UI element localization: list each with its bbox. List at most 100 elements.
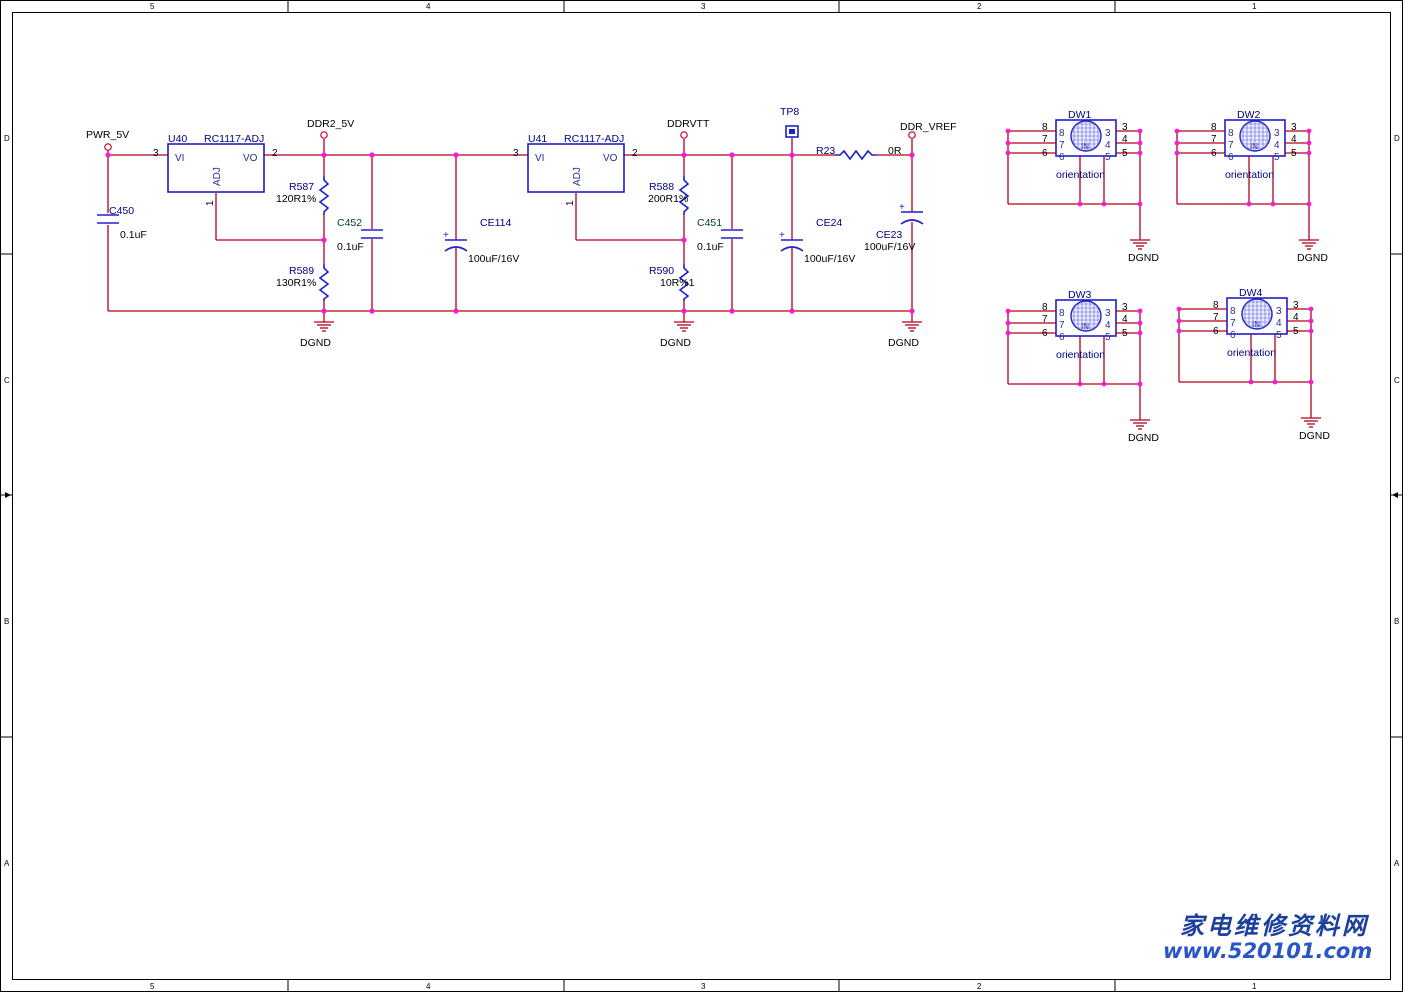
- dw1-pin-8-inner: 8: [1059, 128, 1065, 139]
- dw3-pin-5-inner: 5: [1105, 332, 1111, 343]
- col-label-3-bottom: 3: [701, 982, 706, 991]
- dw2-ground-label: DGND: [1297, 252, 1328, 264]
- ce23-value: 100uF/16V: [864, 241, 915, 253]
- dw1-inner: IN: [1081, 142, 1089, 151]
- dw4-pin-5-inner: 5: [1276, 330, 1282, 341]
- dw1-pin-5: 5: [1122, 148, 1128, 159]
- net-label-ddr2-5v: DDR2_5V: [307, 118, 354, 130]
- resistor-r23: R23 0R: [816, 145, 902, 161]
- dw2-pin-8: 8: [1211, 122, 1217, 133]
- dw2-pin-4: 4: [1291, 134, 1297, 145]
- dw3-pin-8: 8: [1042, 302, 1048, 313]
- dw1-pin-4-inner: 4: [1105, 140, 1111, 151]
- dw4-pin-3: 3: [1293, 300, 1299, 311]
- u40-pin-in: 3: [153, 148, 159, 159]
- dw2-pin-5-inner: 5: [1274, 152, 1280, 163]
- dw1-pin-8: 8: [1042, 122, 1048, 133]
- u40-vi-label: VI: [175, 153, 184, 164]
- row-label-c-right: C: [1394, 376, 1400, 385]
- col-label-5: 5: [150, 2, 155, 11]
- dw3-inner: IN: [1081, 322, 1089, 331]
- dw1-pin-7: 7: [1042, 134, 1048, 145]
- u41-pin-adj: 1: [565, 200, 576, 206]
- u41-pin-out: 2: [632, 148, 638, 159]
- u40-pin-adj: 1: [205, 200, 216, 206]
- row-label-a-right: A: [1394, 859, 1400, 868]
- electrolytic-ce23: + CE23 100uF/16V: [864, 202, 924, 253]
- col-label-2: 2: [977, 2, 982, 11]
- electrolytic-ce114: + CE114 100uF/16V: [443, 217, 519, 265]
- u40-pin-out: 2: [272, 148, 278, 159]
- resistor-r590: R590 10R%1: [649, 264, 695, 301]
- net-label-pwr-5v: PWR_5V: [86, 129, 129, 141]
- r590-ref: R590: [649, 265, 674, 277]
- r588-ref: R588: [649, 181, 674, 193]
- dw2-ref: DW2: [1237, 109, 1260, 121]
- r590-value: 10R%1: [660, 277, 695, 289]
- dw2-pin-3-inner: 3: [1274, 128, 1280, 139]
- dw4-pin-7: 7: [1213, 312, 1219, 323]
- capacitor-c450: C450 0.1uF: [97, 205, 147, 241]
- net-label-ddrvtt: DDRVTT: [667, 118, 710, 130]
- dw3-pin-5: 5: [1122, 328, 1128, 339]
- row-label-c: C: [4, 376, 10, 385]
- wires: [107, 137, 913, 322]
- capacitor-c451: C451 0.1uF: [697, 217, 743, 253]
- dw3-pin-4: 4: [1122, 314, 1128, 325]
- dw3-ref: DW3: [1068, 289, 1091, 301]
- regulator-u40: U40 RC1117-ADJ VI VO ADJ 3 2 1: [153, 133, 278, 206]
- dw3-pin-6: 6: [1042, 328, 1048, 339]
- dw1-pin-3-inner: 3: [1105, 128, 1111, 139]
- junction-dots: [105, 152, 915, 314]
- dw2-pin-5: 5: [1291, 148, 1297, 159]
- dw4-label: orientation: [1227, 347, 1276, 359]
- dw1-pin-3: 3: [1122, 122, 1128, 133]
- r589-ref: R589: [289, 265, 314, 277]
- row-label-b: B: [4, 617, 9, 626]
- watermark-url: www.520101.com: [1163, 939, 1372, 963]
- ce23-plus: +: [899, 202, 905, 213]
- u41-ref: U41: [528, 133, 547, 145]
- dw1-pin-5-inner: 5: [1105, 152, 1111, 163]
- dw2-pin-7-inner: 7: [1228, 140, 1234, 151]
- col-label-5-bottom: 5: [150, 982, 155, 991]
- u40-adj-label: ADJ: [212, 167, 223, 186]
- row-label-b-right: B: [1394, 617, 1399, 626]
- dw1-label: orientation: [1056, 169, 1105, 181]
- regulator-u41: U41 RC1117-ADJ VI VO ADJ 3 2 1: [513, 133, 638, 206]
- u41-vo-label: VO: [603, 153, 618, 164]
- electrolytic-ce24: + CE24 100uF/16V: [779, 217, 855, 265]
- r587-ref: R587: [289, 181, 314, 193]
- resistor-r587: R587 120R1%: [276, 176, 330, 215]
- col-label-1-bottom: 1: [1252, 982, 1257, 991]
- u40-ref: U40: [168, 133, 187, 145]
- ce23-ref: CE23: [876, 229, 902, 241]
- dw3-ground-label: DGND: [1128, 432, 1159, 444]
- dw2-pin-4-inner: 4: [1274, 140, 1280, 151]
- c450-ref: C450: [109, 205, 134, 217]
- r587-value: 120R1%: [276, 193, 316, 205]
- dw4-ref: DW4: [1239, 287, 1262, 299]
- col-label-1: 1: [1252, 2, 1257, 11]
- ce24-ref: CE24: [816, 217, 842, 229]
- dw2-pin-6: 6: [1211, 148, 1217, 159]
- dw1-pin-6-inner: 6: [1059, 152, 1065, 163]
- tp8-ref: TP8: [780, 106, 799, 118]
- c452-ref: C452: [337, 217, 362, 229]
- r588-value: 200R1%: [648, 193, 688, 205]
- u40-vo-label: VO: [243, 153, 258, 164]
- c451-value: 0.1uF: [697, 241, 724, 253]
- ground-dgnd-1-label: DGND: [300, 337, 331, 349]
- dw1-ground-label: DGND: [1128, 252, 1159, 264]
- dw2-label: orientation: [1225, 169, 1274, 181]
- r23-ref: R23: [816, 145, 835, 157]
- dw4-pin-6: 6: [1213, 326, 1219, 337]
- dw3-pin-7: 7: [1042, 314, 1048, 325]
- dw3-label: orientation: [1056, 349, 1105, 361]
- test-point-tp8: TP8: [780, 106, 799, 138]
- watermark-chinese: 家电维修资料网: [1180, 911, 1370, 940]
